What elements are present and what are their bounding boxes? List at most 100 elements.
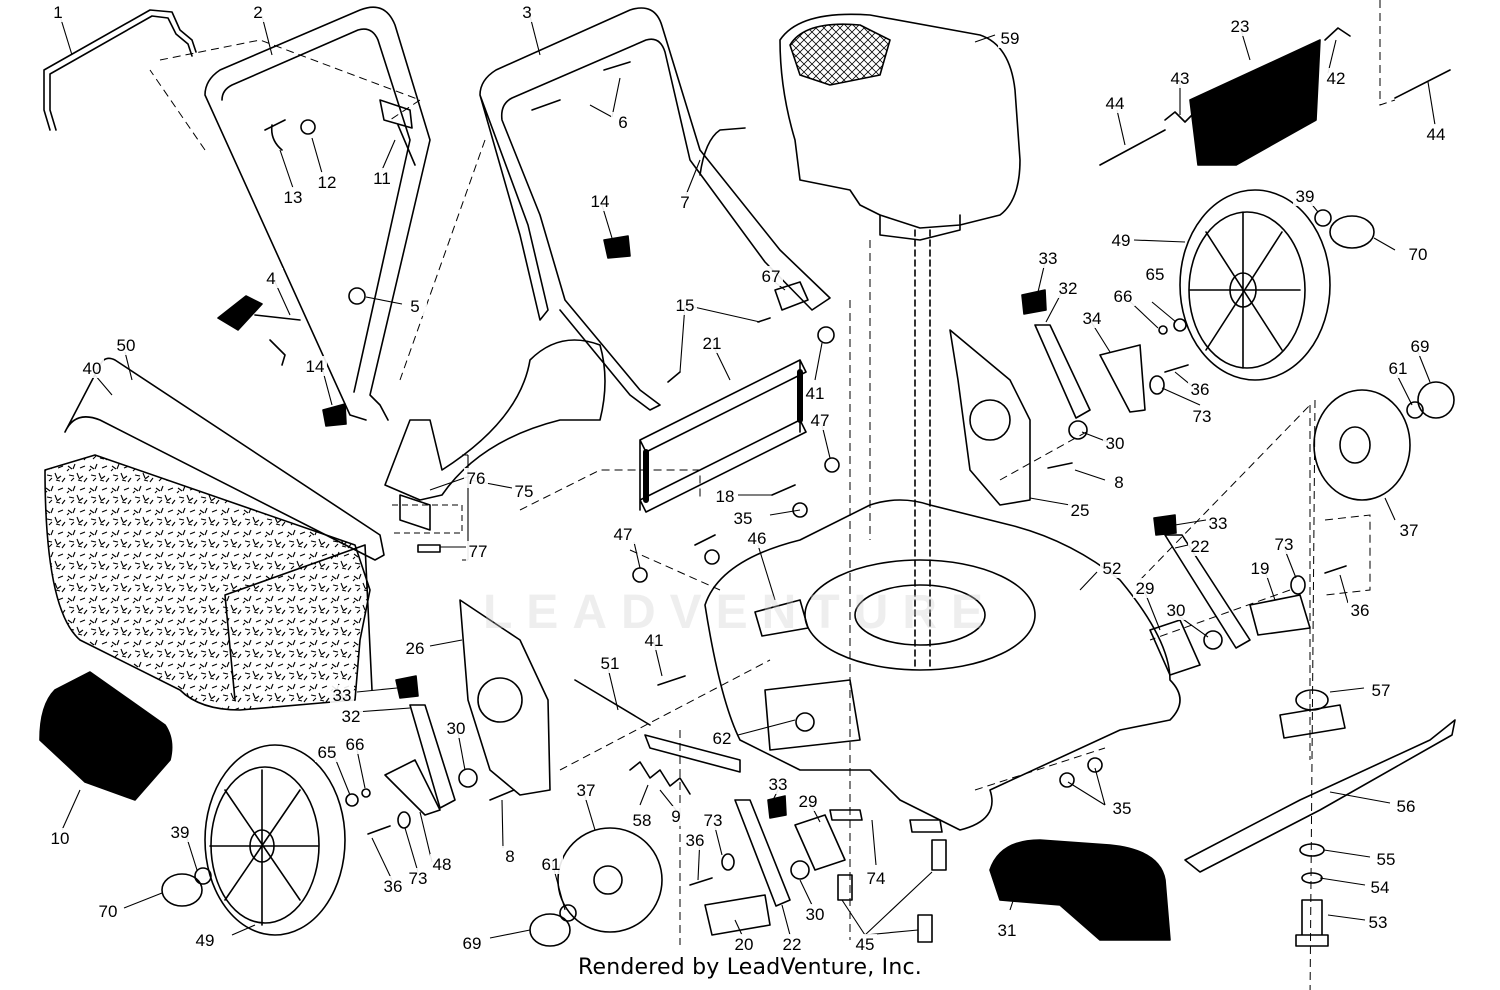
callout-number: 33	[769, 775, 788, 794]
callout-c47a[interactable]: 47	[808, 410, 832, 430]
callout-c31[interactable]: 31	[995, 920, 1019, 940]
callout-c30b[interactable]: 30	[444, 718, 468, 738]
callout-c36b[interactable]: 36	[1348, 600, 1372, 620]
callout-c39a[interactable]: 39	[1293, 186, 1317, 206]
callout-c58[interactable]: 58	[630, 810, 654, 830]
callout-c49b[interactable]: 49	[193, 930, 217, 950]
callout-c22a[interactable]: 22	[1188, 536, 1212, 556]
callout-bg	[1374, 849, 1398, 869]
callout-number: 75	[515, 482, 534, 501]
callout-c25[interactable]: 25	[1068, 500, 1092, 520]
callout-c51[interactable]: 51	[598, 653, 622, 673]
callout-c33b[interactable]: 33	[1036, 248, 1060, 268]
callout-c41a[interactable]: 41	[642, 630, 666, 650]
callout-c54[interactable]: 54	[1368, 877, 1392, 897]
callout-c48[interactable]: 48	[430, 854, 454, 874]
callout-c69b[interactable]: 69	[1408, 336, 1432, 356]
callout-c47b[interactable]: 47	[611, 524, 635, 544]
callout-c33a[interactable]: 33	[330, 685, 354, 705]
callout-c37b[interactable]: 37	[1397, 520, 1421, 540]
callout-c7[interactable]: 7	[673, 192, 697, 212]
callout-c55[interactable]: 55	[1374, 849, 1398, 869]
callout-c36c[interactable]: 36	[1188, 379, 1212, 399]
callout-c69a[interactable]: 69	[460, 933, 484, 953]
callout-c73b[interactable]: 73	[1272, 534, 1296, 554]
callout-c65a[interactable]: 65	[315, 742, 339, 762]
callout-c33c[interactable]: 33	[1206, 513, 1230, 533]
callout-c52[interactable]: 52	[1100, 558, 1124, 578]
callout-c53[interactable]: 53	[1366, 912, 1390, 932]
callout-c37a[interactable]: 37	[574, 780, 598, 800]
callout-c34[interactable]: 34	[1080, 308, 1104, 328]
callout-c44b[interactable]: 44	[1424, 124, 1448, 144]
callout-c57[interactable]: 57	[1369, 680, 1393, 700]
callout-c46[interactable]: 46	[745, 528, 769, 548]
callout-c5[interactable]: 5	[403, 296, 427, 316]
callout-c36d[interactable]: 36	[683, 830, 707, 850]
callout-c75[interactable]: 75	[512, 481, 536, 501]
callout-c29b[interactable]: 29	[796, 791, 820, 811]
callout-c15[interactable]: 15	[673, 295, 697, 315]
callout-c76[interactable]: 76	[464, 468, 488, 488]
callout-c30a[interactable]: 30	[1103, 433, 1127, 453]
callout-c35b[interactable]: 35	[1110, 798, 1134, 818]
callout-c6[interactable]: 6	[611, 112, 635, 132]
callout-bg	[403, 296, 427, 316]
callout-c61a[interactable]: 61	[539, 854, 563, 874]
callout-c73a[interactable]: 73	[1190, 406, 1214, 426]
callout-c30c[interactable]: 30	[1164, 600, 1188, 620]
callout-c59[interactable]: 59	[998, 28, 1022, 48]
callout-c44a[interactable]: 44	[1103, 93, 1127, 113]
callout-c61b[interactable]: 61	[1386, 358, 1410, 378]
part-bolt-53	[1295, 899, 1329, 947]
callout-c30d[interactable]: 30	[803, 904, 827, 924]
callout-c22b[interactable]: 22	[780, 934, 804, 954]
callout-c50[interactable]: 50	[114, 335, 138, 355]
callout-c45[interactable]: 45	[853, 934, 877, 954]
callout-c66a[interactable]: 66	[343, 734, 367, 754]
callout-c20[interactable]: 20	[732, 934, 756, 954]
callout-c8b[interactable]: 8	[498, 846, 522, 866]
callout-c42[interactable]: 42	[1324, 68, 1348, 88]
callout-c23[interactable]: 23	[1228, 16, 1252, 36]
callout-c39b[interactable]: 39	[168, 822, 192, 842]
callout-c41b[interactable]: 41	[803, 383, 827, 403]
callout-c77[interactable]: 77	[466, 541, 490, 561]
callout-c3[interactable]: 3	[515, 2, 539, 22]
callout-c4[interactable]: 4	[259, 268, 283, 288]
callout-c13[interactable]: 13	[281, 187, 305, 207]
callout-c32b[interactable]: 32	[1056, 278, 1080, 298]
callout-c43[interactable]: 43	[1168, 68, 1192, 88]
callout-c36a[interactable]: 36	[381, 876, 405, 896]
callout-c32a[interactable]: 32	[339, 706, 363, 726]
callout-c9[interactable]: 9	[664, 806, 688, 826]
callout-c56[interactable]: 56	[1394, 796, 1418, 816]
callout-c67[interactable]: 67	[759, 266, 783, 286]
callout-c73d[interactable]: 73	[701, 810, 725, 830]
callout-c21[interactable]: 21	[700, 333, 724, 353]
callout-c11[interactable]: 11	[370, 168, 394, 188]
callout-c73c[interactable]: 73	[406, 868, 430, 888]
callout-c49a[interactable]: 49	[1109, 230, 1133, 250]
callout-c74[interactable]: 74	[864, 868, 888, 888]
callout-c2[interactable]: 2	[246, 2, 270, 22]
callout-c8a[interactable]: 8	[1107, 472, 1131, 492]
callout-c62[interactable]: 62	[710, 728, 734, 748]
callout-c40[interactable]: 40	[80, 358, 104, 378]
callout-c18[interactable]: 18	[713, 486, 737, 506]
callout-c12[interactable]: 12	[315, 172, 339, 192]
callout-c66b[interactable]: 66	[1111, 286, 1135, 306]
callout-bg	[330, 685, 354, 705]
callout-c26[interactable]: 26	[403, 638, 427, 658]
callout-c19[interactable]: 19	[1248, 558, 1272, 578]
callout-c14b[interactable]: 14	[588, 191, 612, 211]
callout-c33d[interactable]: 33	[766, 774, 790, 794]
callout-c29a[interactable]: 29	[1133, 578, 1157, 598]
callout-c10[interactable]: 10	[48, 828, 72, 848]
callout-c70b[interactable]: 70	[96, 901, 120, 921]
callout-c65b[interactable]: 65	[1143, 264, 1167, 284]
callout-c14a[interactable]: 14	[303, 356, 327, 376]
callout-c35a[interactable]: 35	[731, 508, 755, 528]
callout-c70a[interactable]: 70	[1406, 244, 1430, 264]
callout-c1[interactable]: 1	[46, 2, 70, 22]
